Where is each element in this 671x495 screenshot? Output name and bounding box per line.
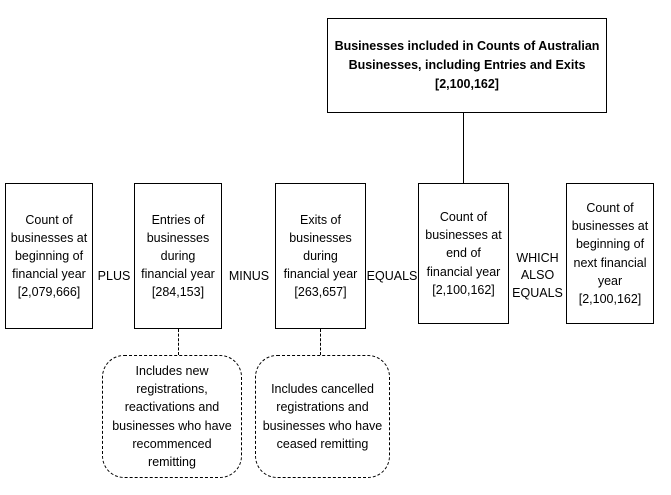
node-count-end-of-financial-year-label: Count of businesses at end of financial …	[425, 210, 502, 297]
operator-plus: PLUS	[93, 250, 135, 285]
connector-exits-to-note	[320, 329, 321, 355]
operator-plus-label: PLUS	[97, 268, 131, 283]
node-count-end-of-financial-year: Count of businesses at end of financial …	[418, 183, 509, 324]
node-exits-during-financial-year-label: Exits of businesses during financial yea…	[283, 212, 358, 300]
node-exits-during-financial-year: Exits of businesses during financial yea…	[275, 183, 366, 329]
node-businesses-included-total: Businesses included in Counts of Austral…	[327, 18, 607, 113]
node-count-beginning-of-financial-year-label: Count of businesses at beginning of fina…	[10, 212, 88, 300]
node-businesses-included-total-label: Businesses included in Counts of Austral…	[334, 39, 600, 91]
note-exits-explanation: Includes cancelled registrations and bus…	[255, 355, 390, 478]
operator-equals-label: EQUALS	[366, 268, 418, 283]
connector-entries-to-note	[178, 329, 179, 355]
operator-minus: MINUS	[223, 250, 275, 285]
note-entries-explanation: Includes new registrations, reactivation…	[102, 355, 242, 478]
operator-minus-label: MINUS	[228, 268, 270, 283]
operator-which-also-equals-label: WHICH ALSO EQUALS	[512, 250, 563, 300]
node-count-beginning-of-financial-year: Count of businesses at beginning of fina…	[5, 183, 93, 329]
node-count-beginning-of-next-financial-year: Count of businesses at beginning of next…	[566, 183, 654, 324]
node-count-beginning-of-next-financial-year-label: Count of businesses at beginning of next…	[571, 201, 649, 306]
operator-equals: EQUALS	[366, 250, 418, 285]
node-entries-during-financial-year: Entries of businesses during financial y…	[134, 183, 222, 329]
connector-top-to-end-of-year	[463, 113, 464, 183]
note-entries-explanation-label: Includes new registrations, reactivation…	[112, 364, 232, 469]
note-exits-explanation-label: Includes cancelled registrations and bus…	[262, 382, 383, 451]
node-entries-during-financial-year-label: Entries of businesses during financial y…	[141, 212, 215, 300]
operator-which-also-equals: WHICH ALSO EQUALS	[509, 232, 566, 302]
